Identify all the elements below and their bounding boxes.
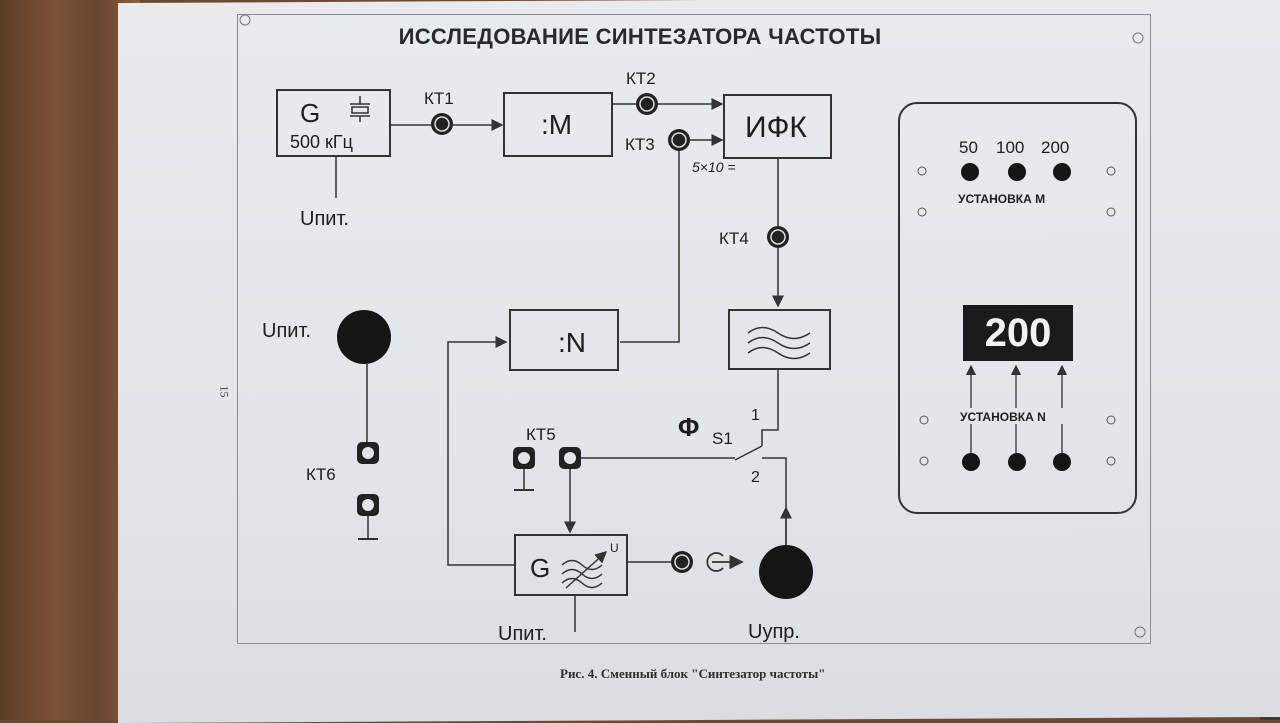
m-value-100: 100 — [996, 138, 1024, 157]
uupr-control-knob[interactable] — [759, 545, 813, 599]
upit-generator-label: Uпит. — [300, 208, 349, 230]
kt3-test-point[interactable] — [668, 129, 690, 151]
switch-pos1-label: 1 — [751, 407, 760, 424]
n-button-3[interactable] — [1053, 453, 1071, 471]
kt2-label: КТ2 — [626, 69, 656, 88]
kt3-label: КТ3 — [625, 135, 655, 154]
frame-hole-icon — [1132, 32, 1144, 44]
upit-left-label: Uпит. — [262, 320, 311, 342]
kt2-test-point[interactable] — [636, 93, 658, 115]
n-button-2[interactable] — [1008, 453, 1026, 471]
vco-output-test-point[interactable] — [671, 551, 693, 573]
divider-n-block: :N — [509, 309, 619, 371]
upit-vco-label: Uпит. — [498, 623, 547, 645]
kt1-label: КТ1 — [424, 89, 454, 108]
settings-panel: 50 100 200 УСТАНОВКА М УСТАНОВКА N — [898, 102, 1137, 514]
switch-symbol-icon: Φ — [678, 412, 699, 442]
m-button-100[interactable] — [1008, 163, 1026, 181]
kt5-label: КТ5 — [526, 425, 556, 444]
m-setting-label: УСТАНОВКА М — [958, 192, 1045, 206]
kt6-label: КТ6 — [306, 465, 336, 484]
phase-comparator-block: ИФК — [723, 94, 832, 159]
panel-hole-icon — [1106, 415, 1116, 425]
switch-s1[interactable]: Φ S1 — [678, 412, 733, 448]
page-number: 15 — [217, 385, 232, 398]
panel-hole-icon — [1106, 166, 1116, 176]
vco-symbol: G — [530, 553, 550, 583]
m-button-50[interactable] — [961, 163, 979, 181]
kt6-socket-top[interactable] — [357, 442, 379, 464]
crystal-icon — [350, 96, 370, 122]
kt4-label: КТ4 — [719, 229, 749, 248]
switch-pos2-label: 2 — [751, 469, 760, 486]
generator-symbol: G — [300, 98, 320, 128]
kt5-signal-socket[interactable] — [559, 447, 581, 469]
diagram-title: ИССЛЕДОВАНИЕ СИНТЕЗАТОРА ЧАСТОТЫ — [398, 24, 882, 49]
divider-m-label: :M — [541, 109, 572, 140]
n-setting-label: УСТАНОВКА N — [960, 410, 1046, 424]
vco-u-label: U — [610, 541, 619, 555]
vco-block: G U — [514, 534, 628, 596]
kt4-test-point[interactable] — [767, 226, 789, 248]
output-arrow-icon — [706, 552, 744, 572]
uupr-label: Uупр. — [748, 621, 800, 643]
n-display: 200 — [963, 305, 1073, 361]
handwritten-note: 5×10 = — [692, 159, 736, 175]
reference-generator-block: G 500 кГц — [276, 89, 391, 157]
divider-n-label: :N — [558, 327, 586, 358]
panel-hole-icon — [919, 415, 929, 425]
panel-hole-icon — [1106, 207, 1116, 217]
kt6-socket-bottom[interactable] — [357, 494, 379, 516]
power-supply-knob[interactable] — [337, 310, 391, 364]
tunable-wave-icon — [561, 550, 608, 589]
divider-m-block: :M — [503, 92, 613, 157]
diagram-frame — [237, 14, 1151, 644]
panel-hole-icon — [1106, 456, 1116, 466]
switch-name-label: S1 — [712, 429, 733, 448]
figure-caption: Рис. 4. Сменный блок "Синтезатор частоты… — [560, 666, 826, 681]
n-button-1[interactable] — [962, 453, 980, 471]
generator-frequency: 500 кГц — [290, 132, 353, 152]
filter-block — [728, 309, 831, 370]
panel-hole-icon — [917, 166, 927, 176]
frame-hole-icon — [1134, 626, 1146, 638]
m-button-200[interactable] — [1053, 163, 1071, 181]
panel-hole-icon — [919, 456, 929, 466]
wooden-table-edge — [0, 0, 140, 720]
m-value-50: 50 — [959, 138, 978, 157]
panel-hole-icon — [917, 207, 927, 217]
ifk-label: ИФК — [745, 111, 807, 144]
filter-icon — [747, 326, 811, 360]
m-value-200: 200 — [1041, 138, 1069, 157]
kt1-test-point[interactable] — [431, 113, 453, 135]
frame-hole-icon — [239, 14, 251, 26]
kt5-ground-socket[interactable] — [513, 447, 535, 469]
